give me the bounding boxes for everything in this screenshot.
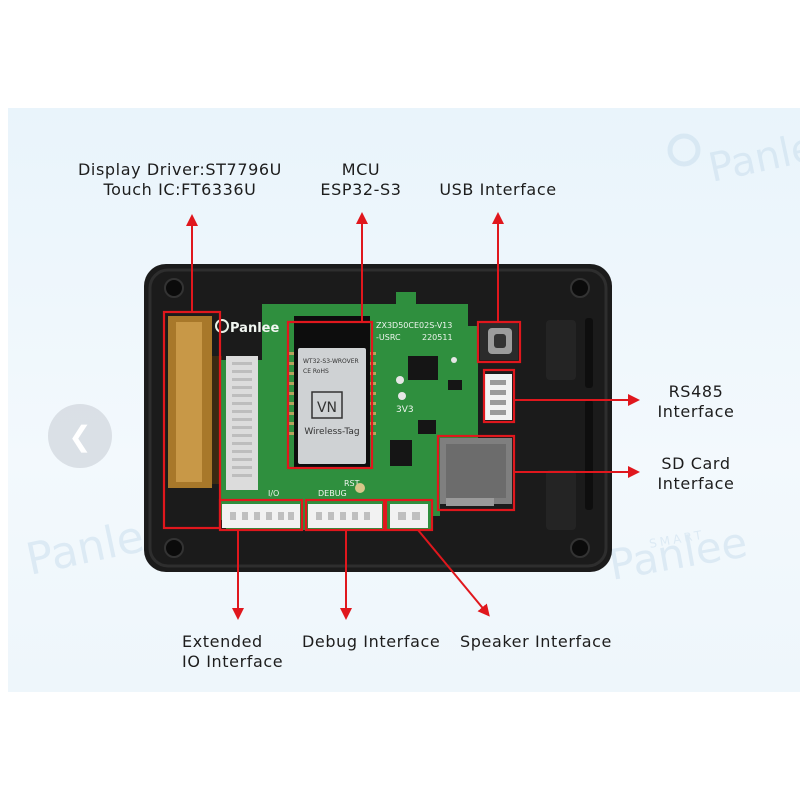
callout-speaker-line1: Speaker Interface bbox=[460, 632, 612, 651]
callout-usb-line1: USB Interface bbox=[439, 180, 557, 199]
display-flex-inner bbox=[176, 322, 202, 482]
callout-sdcard: SD Card Interface bbox=[644, 454, 748, 494]
flex-slot bbox=[212, 356, 222, 484]
watermark-brand-right: Panlee bbox=[605, 517, 751, 589]
callout-extended-io-line2: IO Interface bbox=[182, 652, 284, 671]
prev-image-button[interactable]: ❮ bbox=[48, 404, 112, 468]
box-mcu bbox=[286, 320, 374, 470]
silk-debug: DEBUG bbox=[318, 489, 347, 498]
callout-debug: Debug Interface bbox=[302, 632, 452, 652]
callout-extended-io: Extended IO Interface bbox=[182, 632, 302, 672]
annotation-arrows bbox=[186, 212, 640, 620]
callout-mcu-line2: ESP32-S3 bbox=[320, 180, 402, 199]
module-name: WT32-S3-WROVER bbox=[303, 358, 359, 365]
callout-sdcard-line1: SD Card bbox=[661, 454, 731, 473]
case-slots bbox=[546, 318, 593, 530]
test-pads bbox=[396, 357, 457, 400]
callout-usb: USB Interface bbox=[426, 180, 570, 200]
callout-extended-io-line1: Extended bbox=[182, 632, 263, 651]
module-brand: Wireless-Tag bbox=[304, 427, 359, 437]
board-logo: Panlee bbox=[230, 321, 279, 336]
chevron-left-icon: ❮ bbox=[68, 419, 92, 453]
watermark-brand-top: Panlee bbox=[705, 119, 800, 192]
board-date: 220511 bbox=[422, 333, 453, 342]
callout-mcu-line1: MCU bbox=[341, 160, 381, 179]
box-rs485 bbox=[482, 368, 516, 424]
callout-display-line2: Touch IC:FT6336U bbox=[103, 180, 257, 199]
module-logo-box bbox=[311, 391, 343, 419]
callout-rs485: RS485 Interface bbox=[644, 382, 748, 422]
callout-debug-line1: Debug Interface bbox=[302, 632, 441, 651]
display-fpc-connector bbox=[226, 356, 258, 490]
watermark-top-right: Panlee bbox=[667, 119, 800, 192]
callout-mcu: MCU ESP32-S3 bbox=[298, 160, 424, 200]
board-logo-icon bbox=[215, 319, 229, 333]
arrow-speaker bbox=[417, 529, 490, 617]
small-ics bbox=[390, 356, 462, 466]
board-usbc: -USRC bbox=[376, 333, 401, 342]
module-shield bbox=[298, 348, 366, 464]
silk-3v3: 3V3 bbox=[396, 405, 414, 415]
screw-holes bbox=[164, 278, 590, 558]
box-speaker bbox=[384, 498, 434, 532]
callout-display: Display Driver:ST7796U Touch IC:FT6336U bbox=[60, 160, 300, 200]
board-model: ZX3D50CE02S-V13 bbox=[376, 321, 452, 330]
svg-text:VN: VN bbox=[317, 400, 337, 416]
reset-button bbox=[355, 483, 365, 493]
speaker-connector bbox=[390, 504, 428, 528]
callout-speaker: Speaker Interface bbox=[460, 632, 636, 652]
box-extended-io bbox=[218, 498, 304, 532]
silk-rst: RST bbox=[344, 479, 360, 488]
silk-io: I/O bbox=[268, 489, 279, 498]
enclosure-rim bbox=[148, 268, 608, 568]
watermark-bottom-right: Panlee SMART bbox=[605, 517, 751, 589]
callout-sdcard-line2: Interface bbox=[657, 474, 735, 493]
callout-display-line1: Display Driver:ST7796U bbox=[78, 160, 282, 179]
module-marks: CE RoHS bbox=[303, 368, 329, 375]
fpc-pins bbox=[232, 362, 252, 477]
callout-rs485-line2: Interface bbox=[657, 402, 735, 421]
callout-rs485-line1: RS485 bbox=[668, 382, 724, 401]
